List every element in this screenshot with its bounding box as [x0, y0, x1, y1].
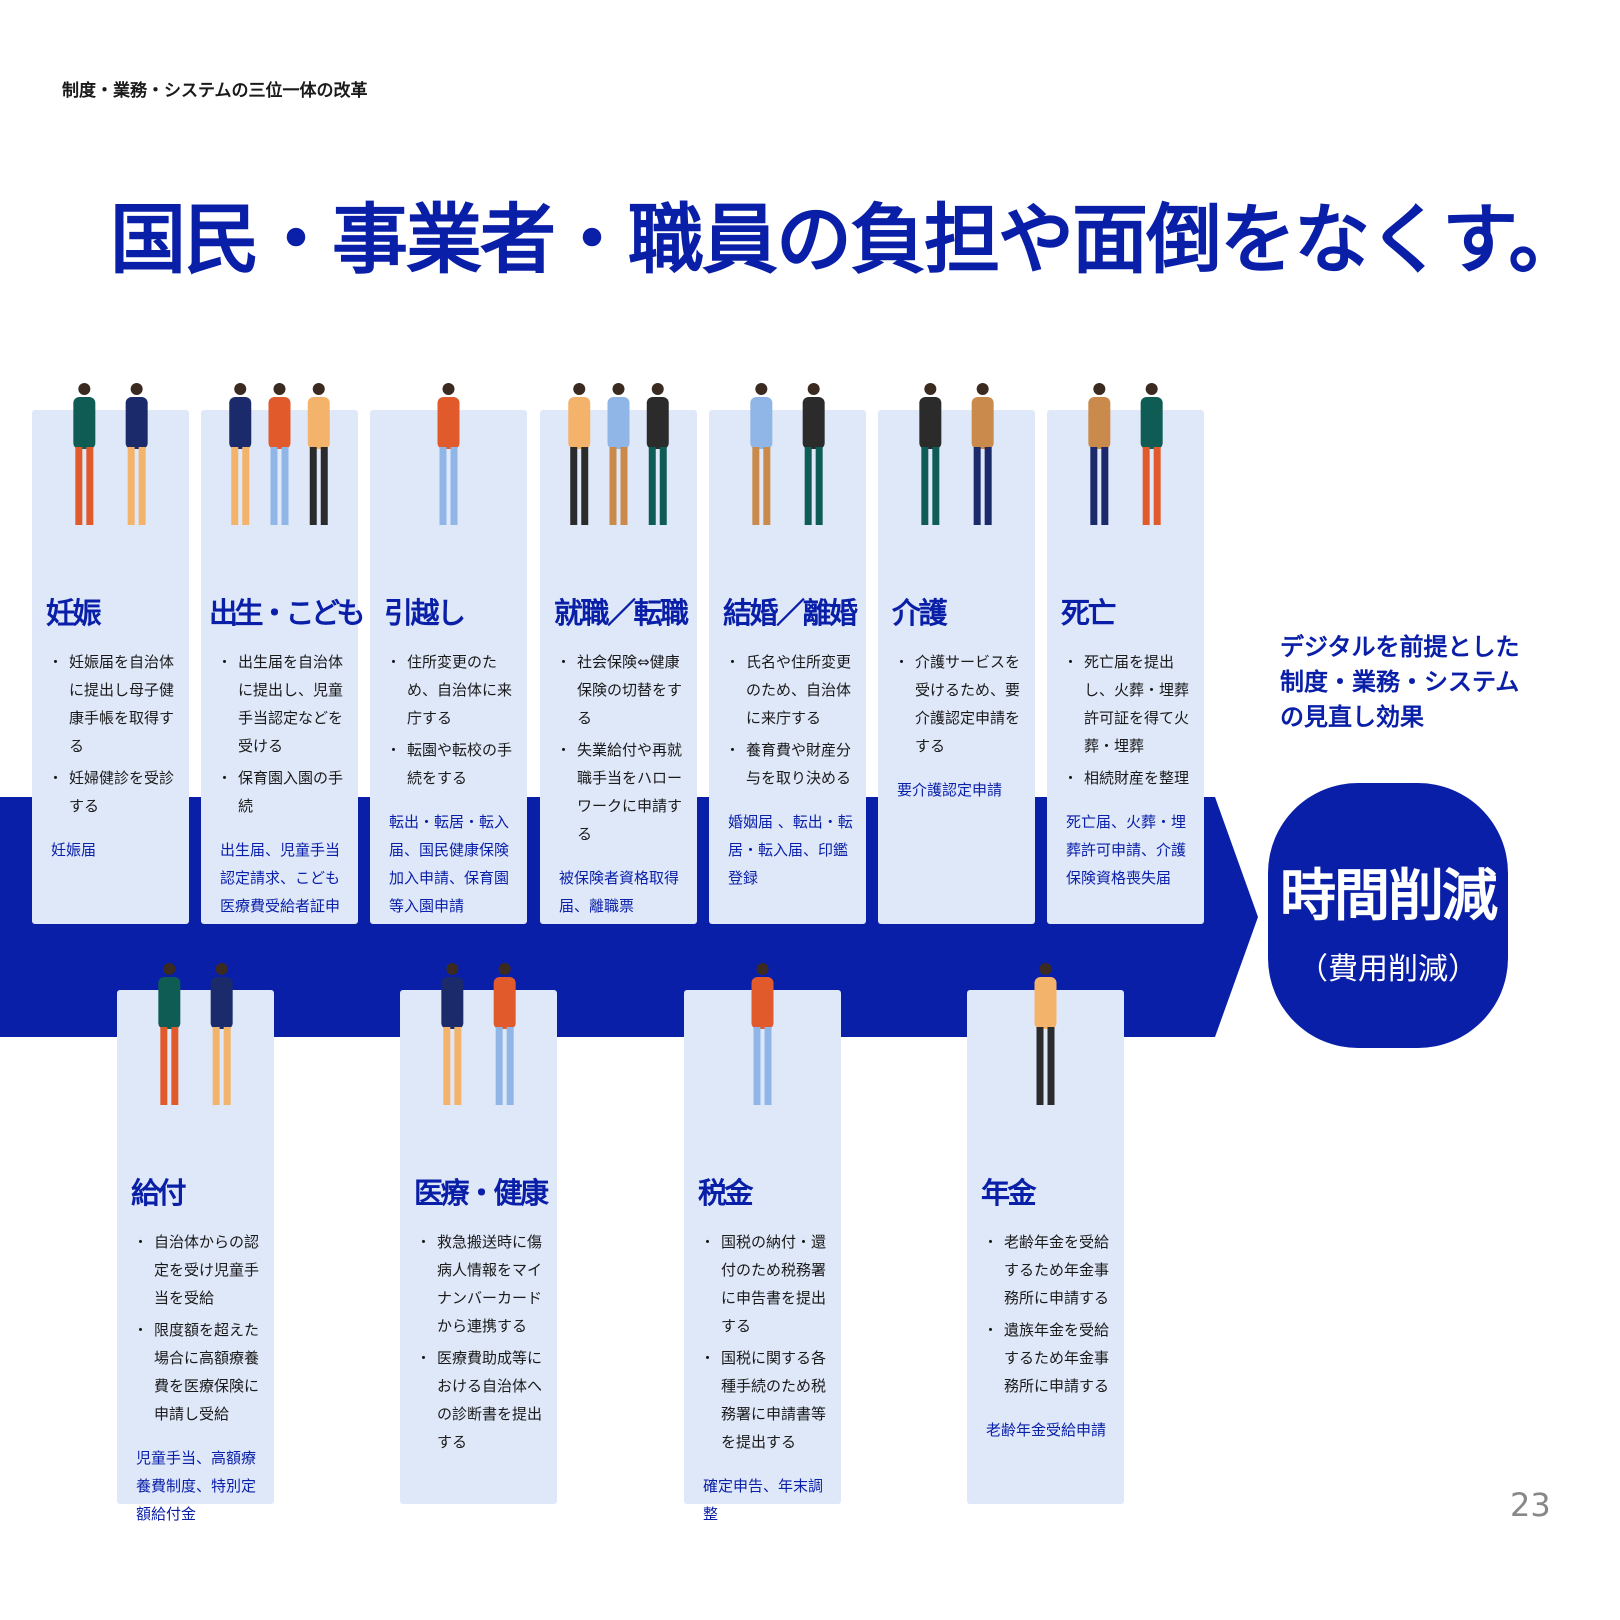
service-card: 税金国税の納付・還付のため税務署に申告書を提出する国税に関する各種手続のため税務… [684, 963, 841, 1523]
life-event-card: 結婚／離婚氏名や住所変更のため、自治体に来庁する養育費や財産分与を取り決める婚姻… [709, 383, 866, 924]
people-illustration-icon [684, 955, 841, 1110]
result-sub: （費用削減） [1298, 952, 1478, 987]
service-card: 年金老齢年金を受給するため年金事務所に申請する遺族年金を受給するため年金事務所に… [967, 963, 1124, 1504]
card-title: 死亡 [1061, 596, 1117, 630]
card-bullet: 死亡届を提出し、火葬・埋葬許可証を得て火葬・埋葬 [1063, 648, 1198, 760]
card-bullets: 妊娠届を自治体に提出し母子健康手帳を取得する妊婦健診を受診する [48, 648, 183, 824]
card-bullet: 転園や転校の手続をする [386, 736, 521, 792]
card-bullets: 老齢年金を受給するため年金事務所に申請する遺族年金を受給するため年金事務所に申請… [983, 1228, 1118, 1404]
card-bullet: 遺族年金を受給するため年金事務所に申請する [983, 1316, 1118, 1400]
life-event-card: 就職／転職社会保険⇔健康保険の切替をする失業給付や再就職手当をハローワークに申請… [540, 383, 697, 924]
card-forms: 確定申告、年末調整 [703, 1477, 824, 1523]
card-title: 給付 [131, 1176, 187, 1210]
people-illustration-icon [117, 955, 274, 1110]
people-illustration-icon [1047, 375, 1204, 530]
card-bullet: 救急搬送時に傷病人情報をマイナンバーカードから連携する [416, 1228, 551, 1340]
card-forms: 転出・転居・転入届、国民健康保険加入申請、保育園等入園申請 [389, 813, 510, 915]
card-title: 出生・こども [209, 596, 366, 630]
people-illustration-icon [540, 375, 697, 530]
service-card: 給付自治体からの認定を受け児童手当を受給限度額を超えた場合に高額療養費を医療保険… [117, 963, 274, 1523]
card-title: 医療・健康 [414, 1176, 549, 1210]
card-bullet: 住所変更のため、自治体に来庁する [386, 648, 521, 732]
side-label: デジタルを前提とした制度・業務・システムの見直し効果 [1280, 633, 1520, 731]
card-bullet: 国税に関する各種手続のため税務署に申請書等を提出する [700, 1344, 835, 1456]
card-bullet: 自治体からの認定を受け児童手当を受給 [133, 1228, 268, 1312]
card-title: 妊娠 [46, 596, 102, 630]
life-event-card: 死亡死亡届を提出し、火葬・埋葬許可証を得て火葬・埋葬相続財産を整理死亡届、火葬・… [1047, 383, 1204, 924]
card-bullets: 国税の納付・還付のため税務署に申告書を提出する国税に関する各種手続のため税務署に… [700, 1228, 835, 1460]
life-event-card: 出生・こども出生届を自治体に提出し、児童手当認定などを受ける保育園入園の手続出生… [201, 383, 366, 943]
card-forms: 婚姻届 、転出・転居・転入届、印鑑登録 [728, 813, 853, 887]
card-forms: 要介護認定申請 [897, 781, 1003, 799]
page-title: 国民・事業者・職員の負担や面倒をなくす。 [110, 195, 1584, 284]
card-bullet: 限度額を超えた場合に高額療養費を医療保険に申請し受給 [133, 1316, 268, 1428]
people-illustration-icon [709, 375, 866, 530]
card-forms: 老齢年金受給申請 [986, 1421, 1107, 1439]
people-illustration-icon [201, 375, 358, 530]
card-bullets: 救急搬送時に傷病人情報をマイナンバーカードから連携する医療費助成等における自治体… [416, 1228, 551, 1460]
page-number: 23 [1510, 1486, 1551, 1524]
life-event-card: 妊娠妊娠届を自治体に提出し母子健康手帳を取得する妊婦健診を受診する妊娠届 [32, 383, 189, 924]
breadcrumb: 制度・業務・システムの三位一体の改革 [62, 81, 368, 101]
people-illustration-icon [400, 955, 557, 1110]
card-bullet: 医療費助成等における自治体への診断書を提出する [416, 1344, 551, 1456]
card-title: 税金 [698, 1176, 754, 1210]
card-title: 年金 [981, 1176, 1037, 1210]
card-bullet: 妊娠届を自治体に提出し母子健康手帳を取得する [48, 648, 183, 760]
life-event-card: 引越し住所変更のため、自治体に来庁する転園や転校の手続をする転出・転居・転入届、… [370, 383, 527, 924]
card-title: 就職／転職 [554, 596, 689, 630]
result-badge: 時間削減 （費用削減） [1268, 783, 1508, 1048]
people-illustration-icon [32, 375, 189, 530]
card-title: 介護 [892, 596, 948, 630]
card-forms: 死亡届、火葬・埋葬許可申請、介護保険資格喪失届 [1066, 813, 1187, 887]
card-bullet: 氏名や住所変更のため、自治体に来庁する [725, 648, 860, 732]
result-main: 時間削減 [1280, 864, 1498, 929]
card-forms: 被保険者資格取得届、離職票 [559, 869, 680, 915]
card-forms: 出生届、児童手当認定請求、こども医療費受給者証申請 [220, 841, 341, 943]
card-bullets: 介護サービスを受けるため、要介護認定申請をする [894, 648, 1029, 764]
card-bullet: 養育費や財産分与を取り決める [725, 736, 860, 792]
card-bullets: 住所変更のため、自治体に来庁する転園や転校の手続をする [386, 648, 521, 796]
card-bullets: 死亡届を提出し、火葬・埋葬許可証を得て火葬・埋葬相続財産を整理 [1063, 648, 1198, 796]
card-bullet: 保育園入園の手続 [217, 764, 352, 820]
card-bullet: 失業給付や再就職手当をハローワークに申請する [556, 736, 691, 848]
card-bullet: 妊婦健診を受診する [48, 764, 183, 820]
people-illustration-icon [370, 375, 527, 530]
card-forms: 妊娠届 [51, 841, 97, 859]
card-bullets: 社会保険⇔健康保険の切替をする失業給付や再就職手当をハローワークに申請する [556, 648, 691, 852]
people-illustration-icon [967, 955, 1124, 1110]
card-bullet: 出生届を自治体に提出し、児童手当認定などを受ける [217, 648, 352, 760]
card-title: 結婚／離婚 [723, 596, 858, 630]
card-bullet: 相続財産を整理 [1063, 764, 1198, 792]
card-bullets: 自治体からの認定を受け児童手当を受給限度額を超えた場合に高額療養費を医療保険に申… [133, 1228, 268, 1432]
people-illustration-icon [878, 375, 1035, 530]
card-bullets: 氏名や住所変更のため、自治体に来庁する養育費や財産分与を取り決める [725, 648, 860, 796]
card-bullet: 社会保険⇔健康保険の切替をする [556, 648, 691, 732]
card-bullet: 国税の納付・還付のため税務署に申告書を提出する [700, 1228, 835, 1340]
card-bullet: 介護サービスを受けるため、要介護認定申請をする [894, 648, 1029, 760]
card-bullets: 出生届を自治体に提出し、児童手当認定などを受ける保育園入園の手続 [217, 648, 352, 824]
card-forms: 児童手当、高額療養費制度、特別定額給付金 [136, 1449, 257, 1523]
card-bullet: 老齢年金を受給するため年金事務所に申請する [983, 1228, 1118, 1312]
card-title: 引越し [384, 596, 466, 630]
service-card: 医療・健康救急搬送時に傷病人情報をマイナンバーカードから連携する医療費助成等にお… [400, 963, 557, 1504]
